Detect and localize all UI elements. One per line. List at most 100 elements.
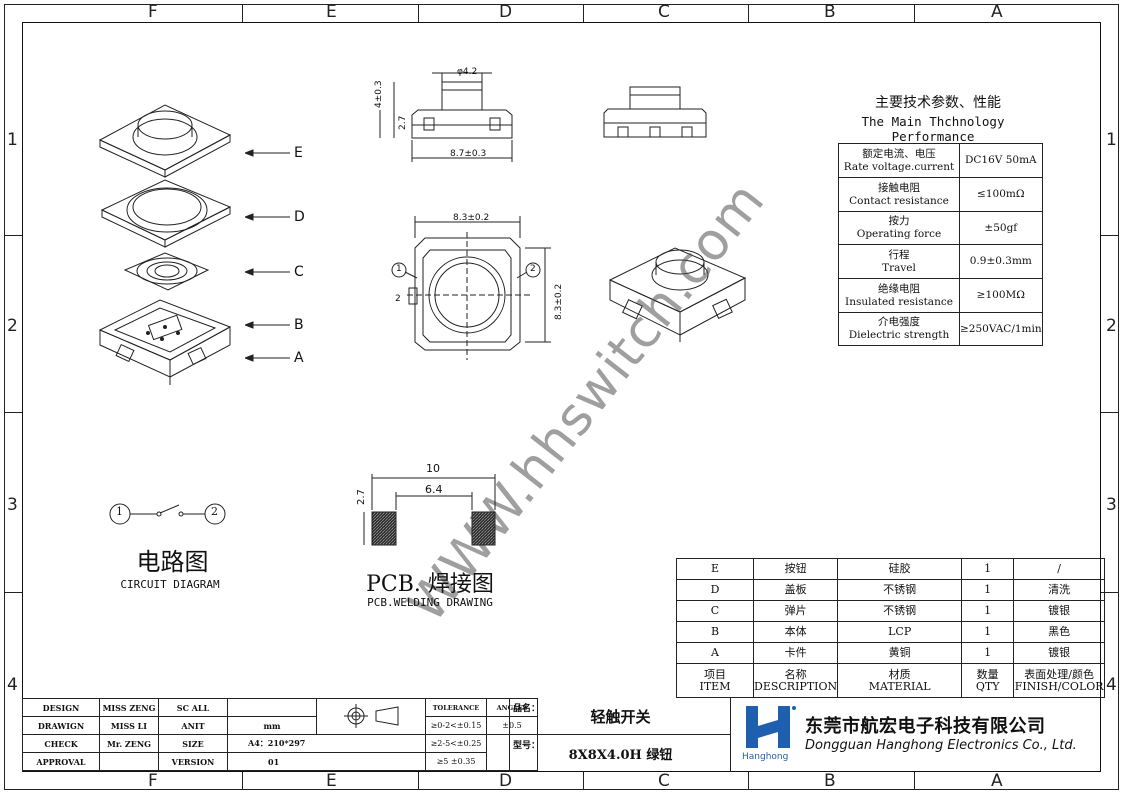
callout-label-c: C <box>294 264 304 280</box>
zone-row-4-left: 4 <box>7 675 18 695</box>
zone-tick <box>242 772 243 790</box>
zone-row-3-left: 3 <box>7 495 18 515</box>
zone-tick <box>418 4 419 22</box>
zone-tick <box>914 772 915 790</box>
callout-label-d: D <box>294 209 305 225</box>
zone-row-4-right: 4 <box>1106 675 1117 695</box>
zone-tick <box>583 772 584 790</box>
product-value: 轻触开关 <box>590 708 651 726</box>
dim-width-top: 8.3±0.2 <box>453 213 490 223</box>
zone-tick <box>4 412 22 413</box>
perf-value: ≥100MΩ <box>959 278 1043 313</box>
zone-col-a-top: A <box>991 2 1003 22</box>
zone-tick <box>418 772 419 790</box>
perf-value: DC16V 50mA <box>959 143 1043 178</box>
logo-text: Hanghong <box>742 752 789 762</box>
zone-col-c-bottom: C <box>658 771 670 791</box>
zone-col-b-top: B <box>824 2 836 22</box>
zone-col-b-bottom: B <box>824 771 836 791</box>
perf-value: ≤100mΩ <box>959 177 1043 212</box>
performance-title-en: The Main Thchnology Performance <box>861 114 1005 144</box>
model-label: 型号： <box>513 741 541 751</box>
perf-value: ≥250VAC/1min <box>959 312 1043 346</box>
pin2-marker: 2 <box>530 264 536 274</box>
exploded-view <box>98 104 232 385</box>
part-d-cover <box>100 179 232 248</box>
model-value: 8X8X4.0H 绿钮 <box>568 748 673 763</box>
zone-col-e-bottom: E <box>326 771 337 791</box>
zone-tick <box>4 592 22 593</box>
dim-height-total: 4±0.3 <box>374 80 384 108</box>
zone-row-1-left: 1 <box>7 130 18 150</box>
zone-col-f-bottom: F <box>148 771 158 791</box>
zone-tick <box>4 235 22 236</box>
pin1-marker: 1 <box>396 264 402 274</box>
zone-row-1-right: 1 <box>1106 130 1117 150</box>
pcb-title-en: PCB.WELDING DRAWING <box>367 596 493 609</box>
zone-tick <box>1101 592 1119 593</box>
dim-width-side: 8.7±0.3 <box>450 149 487 159</box>
isometric-view <box>608 247 747 342</box>
zone-col-f-top: F <box>148 2 158 22</box>
zone-col-d-bottom: D <box>499 771 513 791</box>
part-c-dome <box>123 252 210 291</box>
side-view-front <box>379 72 513 162</box>
zone-tick <box>583 4 584 22</box>
zone-tick <box>1101 235 1119 236</box>
dim-height-top: 8.3±0.2 <box>554 283 564 320</box>
callout-label-e: E <box>294 145 303 161</box>
zone-tick <box>748 772 749 790</box>
callout-label-a: A <box>294 350 304 366</box>
perf-value: 0.9±0.3mm <box>959 244 1043 279</box>
zone-tick <box>914 4 915 22</box>
product-label: 品名： <box>513 704 541 714</box>
performance-title-cn: 主要技术参数、性能 <box>875 95 1001 111</box>
callout-label-b: B <box>294 317 304 333</box>
pcb-dim-height: 2.7 <box>356 489 367 505</box>
zone-tick <box>242 4 243 22</box>
pcb-dim-outer: 10 <box>426 462 440 475</box>
circuit-title-cn: 电路图 <box>136 548 209 576</box>
dim-height-body: 2.7 <box>398 115 408 130</box>
circuit-title-en: CIRCUIT DIAGRAM <box>120 578 220 591</box>
perf-value: ±50gf <box>959 211 1043 245</box>
part-b-body <box>98 299 232 385</box>
inner-frame <box>22 22 1101 772</box>
company-name-cn: 东莞市航宏电子科技有限公司 <box>805 716 1046 737</box>
zone-col-d-top: D <box>499 2 513 22</box>
zone-col-c-top: C <box>658 2 670 22</box>
projection-symbol <box>316 698 426 735</box>
zone-col-e-top: E <box>326 2 337 22</box>
company-logo <box>746 706 796 748</box>
zone-tick <box>1101 412 1119 413</box>
dim-top-dia: φ4.2 <box>457 67 478 77</box>
company-name-en: Dongguan Hanghong Electronics Co., Ltd. <box>805 738 1077 753</box>
zone-row-3-right: 3 <box>1106 495 1117 515</box>
circuit-symbol <box>109 503 226 525</box>
outer-frame <box>4 4 1119 790</box>
zone-row-2-left: 2 <box>7 316 18 336</box>
circuit-pin1: 1 <box>116 505 123 518</box>
top-view <box>391 216 551 360</box>
side-view-right <box>603 86 707 138</box>
pcb-title-cn: PCB. 焊接图 <box>366 572 494 597</box>
zone-tick <box>748 4 749 22</box>
title-block: DESIGN MISS ZENG SC ALL TOLERANCE ANGLES… <box>22 698 538 771</box>
zone-col-a-bottom: A <box>991 771 1003 791</box>
callout-arrows <box>245 149 290 362</box>
part-e-button <box>98 104 232 178</box>
